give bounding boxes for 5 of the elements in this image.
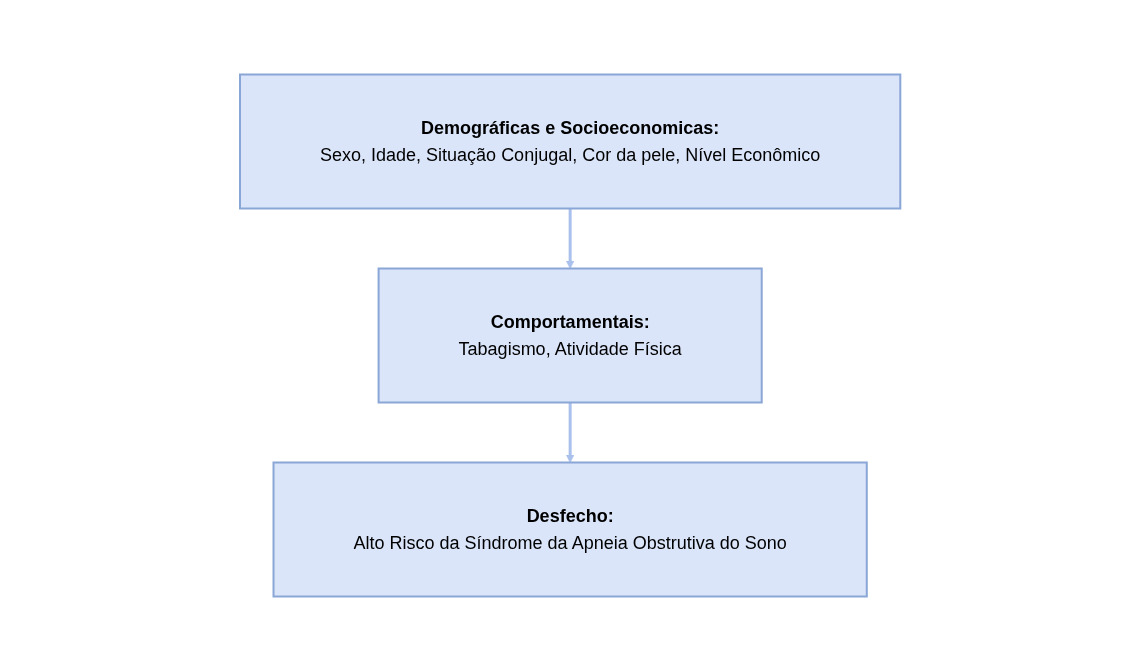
arrow bbox=[565, 208, 575, 269]
node-box: Desfecho: Alto Risco da Síndrome da Apneia Obstrutiva do Sono bbox=[272, 461, 868, 598]
node-box: Demográficas e Socioeconomicas: Sexo, Idade, Situação Conjugal, Cor da pele, Nível Econômico bbox=[238, 73, 902, 210]
node-box: Comportamentais: Tabagismo, Atividade Física bbox=[377, 267, 763, 404]
arrow bbox=[565, 402, 575, 463]
